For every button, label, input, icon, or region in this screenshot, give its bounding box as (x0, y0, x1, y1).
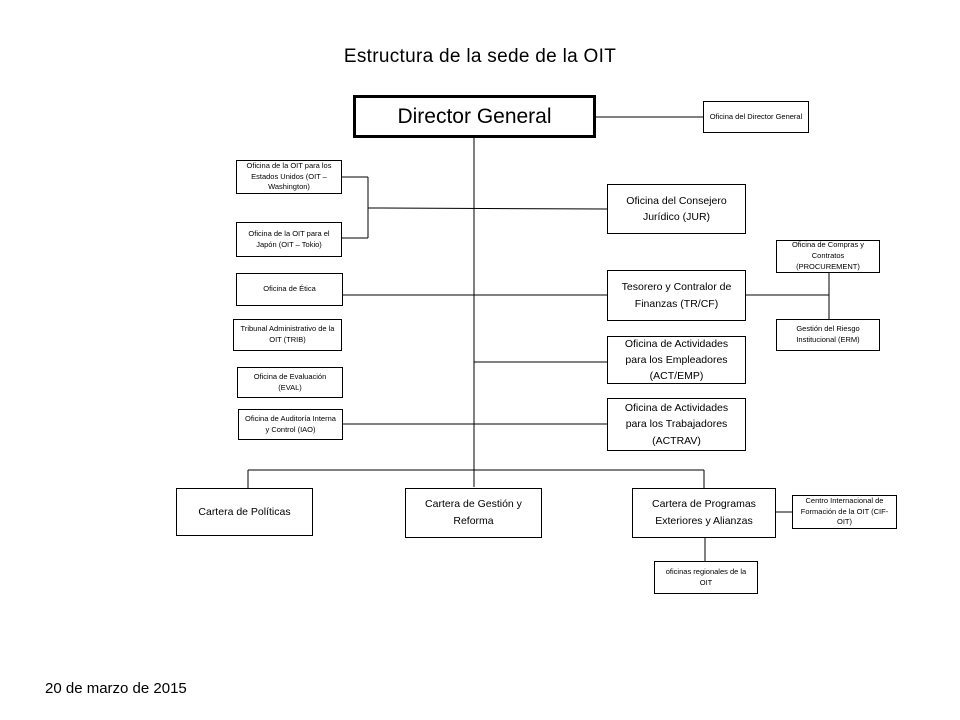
office-eval-label: Oficina de Evaluación (EVAL) (253, 371, 327, 392)
director-general-label: Director General (397, 104, 552, 128)
office-japan-label: Oficina de la OIT para el Japón (OIT – T… (248, 228, 330, 249)
office-director-general-box: Oficina del Director General (703, 101, 809, 133)
office-iao-box: Oficina de Auditoría Interna y Control (… (238, 409, 343, 440)
cif-box: Centro Internacional de Formación de la … (792, 495, 897, 529)
office-jur-label: Oficina del Consejero Jurídico (JUR) (626, 194, 727, 223)
office-japan-box: Oficina de la OIT para el Japón (OIT – T… (236, 222, 342, 257)
portfolio-external-label: Cartera de Programas Exteriores y Alianz… (652, 498, 756, 527)
portfolio-external-box: Cartera de Programas Exteriores y Alianz… (632, 488, 776, 538)
office-trcf-label: Tesorero y Contralor de Finanzas (TR/CF) (621, 281, 732, 310)
office-trcf-box: Tesorero y Contralor de Finanzas (TR/CF) (607, 270, 746, 321)
office-jur-box: Oficina del Consejero Jurídico (JUR) (607, 184, 746, 234)
portfolio-policy-box: Cartera de Políticas (176, 488, 313, 536)
tribunal-label: Tribunal Administrativo de la OIT (TRIB) (240, 324, 335, 344)
office-actemp-label: Oficina de Actividades para los Empleado… (624, 337, 729, 383)
office-erm-label: Gestión del Riesgo Institucional (ERM) (796, 324, 860, 344)
office-procurement-box: Oficina de Compras y Contratos (PROCUREM… (776, 240, 880, 273)
office-actrav-label: Oficina de Actividades para los Trabajad… (624, 402, 729, 447)
office-usa-label: Oficina de la OIT para los Estados Unido… (246, 160, 332, 192)
office-erm-box: Gestión del Riesgo Institucional (ERM) (776, 319, 880, 351)
office-ethics-label: Oficina de Ética (263, 284, 316, 294)
director-general-box: Director General (353, 95, 596, 138)
office-actemp-box: Oficina de Actividades para los Empleado… (607, 336, 746, 384)
page-title: Estructura de la sede de la OIT (343, 46, 617, 67)
office-director-general-label: Oficina del Director General (709, 111, 803, 121)
office-procurement-label: Oficina de Compras y Contratos (PROCUREM… (791, 240, 865, 271)
portfolio-policy-label: Cartera de Políticas (198, 505, 291, 518)
tribunal-box: Tribunal Administrativo de la OIT (TRIB) (233, 319, 342, 351)
regional-offices-box: oficinas regionales de la OIT (654, 561, 758, 594)
date-label: 20 de marzo de 2015 (45, 680, 187, 697)
cif-label: Centro Internacional de Formación de la … (800, 495, 889, 527)
office-iao-label: Oficina de Auditoría Interna y Control (… (245, 413, 336, 434)
portfolio-management-label: Cartera de Gestión y Reforma (425, 498, 522, 527)
portfolio-management-box: Cartera de Gestión y Reforma (405, 488, 542, 538)
regional-offices-label: oficinas regionales de la OIT (665, 566, 747, 587)
office-usa-box: Oficina de la OIT para los Estados Unido… (236, 160, 342, 194)
office-actrav-box: Oficina de Actividades para los Trabajad… (607, 398, 746, 451)
office-ethics-box: Oficina de Ética (236, 273, 343, 306)
office-eval-box: Oficina de Evaluación (EVAL) (237, 367, 343, 398)
